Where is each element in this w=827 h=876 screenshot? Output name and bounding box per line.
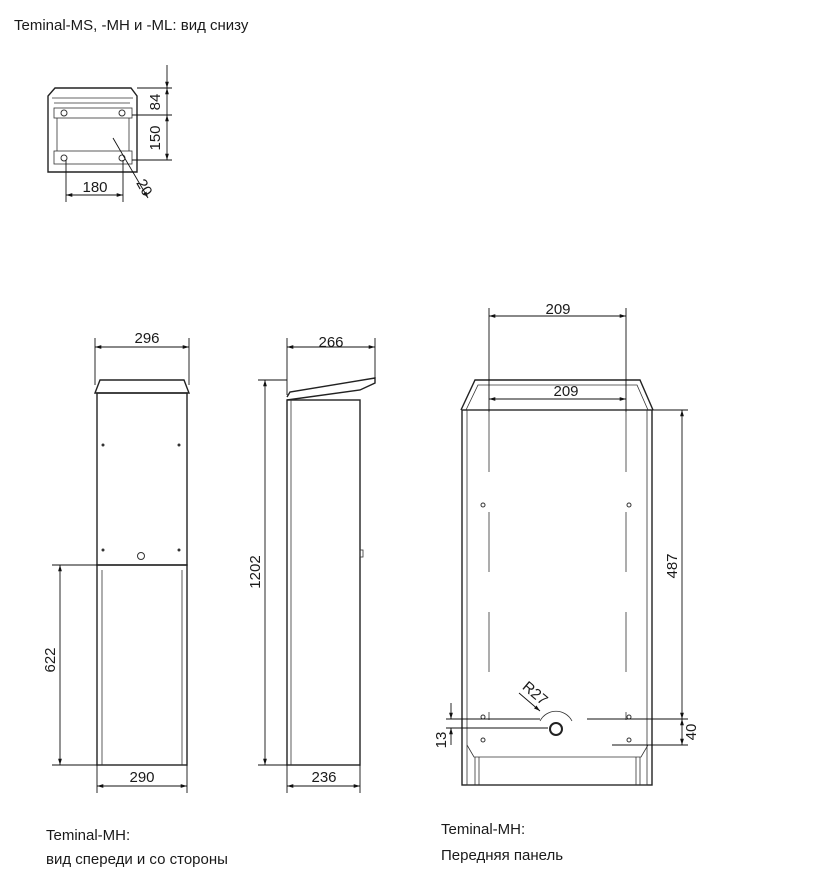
caption-left-title: Teminal-MH:: [46, 827, 130, 844]
bottom-view-drawing: [47, 65, 172, 202]
dim-13: 13: [433, 732, 450, 749]
dim-622: 622: [42, 647, 59, 672]
dim-r27: R27: [519, 678, 551, 709]
caption-right-subtitle: Передняя панель: [441, 847, 563, 864]
front-view-drawing: [52, 338, 191, 793]
dim-290: 290: [129, 769, 154, 786]
lock-icon: [549, 722, 563, 736]
dim-20: 20: [132, 176, 155, 199]
dim-209-outer: 209: [545, 301, 570, 318]
dim-1202: 1202: [247, 555, 264, 588]
dim-84: 84: [147, 94, 164, 111]
page-title: Teminal-MS, -MH и -ML: вид снизу: [14, 17, 249, 34]
dim-40: 40: [683, 724, 700, 741]
side-view-drawing: [258, 338, 376, 793]
dim-180: 180: [82, 179, 107, 196]
dim-236: 236: [311, 769, 336, 786]
dim-266: 266: [318, 334, 343, 351]
dim-209-inner: 209: [553, 383, 578, 400]
lock-icon: [137, 552, 145, 560]
caption-right-title: Teminal-MH:: [441, 821, 525, 838]
dim-487: 487: [664, 553, 681, 578]
front-panel-drawing: [446, 308, 688, 786]
dim-296: 296: [134, 330, 159, 347]
dim-150: 150: [147, 125, 164, 150]
caption-left-subtitle: вид спереди и со стороны: [46, 851, 228, 868]
